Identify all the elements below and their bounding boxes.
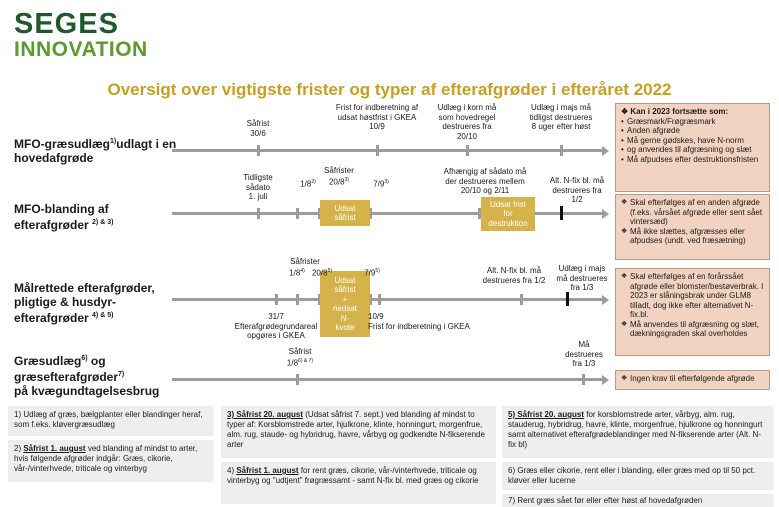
timeline-row3 [172, 298, 602, 301]
tick-row2-destruktion [478, 208, 481, 219]
info-box-row3-item: Må anvendes til afgræsning og slæt, dækn… [621, 320, 764, 339]
label-row2-saafrister: Såfrister 20/83) [324, 166, 354, 187]
tick-row4-1-3 [582, 374, 585, 385]
info-box-row3-item: Skal efterfølges af en forårssået afgrød… [621, 272, 764, 320]
info-box-row1-item: Anden afgrøde [621, 126, 764, 136]
label-row3-alt-nfix: Alt. N-fix bl. må destrueres fra 1/2 [482, 266, 546, 285]
tick-row2-1-8 [296, 208, 299, 219]
info-box-row4: Ingen krav til efterfølgende afgrøde [615, 370, 770, 390]
footnote-6: 6) Græs eller cikorie, rent eller i blan… [502, 462, 773, 490]
tick-row1-majs [560, 145, 563, 156]
info-box-row1-item: Må afpudses efter destruktionsfristen [621, 155, 764, 165]
timeline-arrow-row4 [602, 374, 609, 385]
info-box-row1-item: Græsmark/Frøgræsmark [621, 117, 764, 127]
tick-row3-10-9 [378, 294, 381, 305]
row-label-graesudlaeg-kvaeg: Græsudlæg6) og græsefterafgrøder7) på kv… [14, 354, 160, 398]
info-box-row2-item: Skal efterfølges af en anden afgrøde (f.… [621, 198, 764, 227]
label-row3-udlaeg-majs: Udlæg i majs må destrueres fra 1/3 [556, 264, 608, 292]
tick-row3-1-8 [296, 294, 299, 305]
info-box-row3: Skal efterfølges af en forårssået afgrød… [615, 268, 770, 356]
marker-row2-nfix [560, 206, 563, 220]
timeline-arrow-row1 [602, 145, 609, 156]
label-row3-1-8: 1/84) [289, 268, 305, 278]
timeline-row2 [172, 212, 602, 215]
footnote-4: 4) Såfrist 1. august for rent græs, ciko… [221, 462, 496, 504]
label-row1-udlaeg-korn: Udlæg i korn må som hovedregel destruere… [437, 103, 497, 141]
row-label-mfo-graesudlaeg: MFO-græsudlæg1)udlagt i en hovedafgrøde [14, 137, 177, 165]
label-row2-tidligste-saadato: Tidligste sådato 1. juli [243, 173, 273, 201]
row-label-maalrettede: Målrettede efterafgrøder, pligtige & hus… [14, 281, 155, 325]
logo-seges: SEGES [14, 8, 119, 40]
label-row3-saafrister: Såfrister [290, 257, 320, 266]
label-row4-saafrist: Såfrist 1/86) & 7) [286, 347, 314, 368]
tick-row2-tidligste [257, 208, 260, 219]
info-box-row1-title: ❖ Kan i 2023 fortsætte som: [621, 107, 729, 116]
label-row1-frist-gkea: Frist for indberetning af udsat høstfris… [335, 103, 419, 131]
page-title: Oversigt over vigtigste frister og typer… [107, 80, 672, 99]
tick-row1-korn [466, 145, 469, 156]
info-box-row1: ❖ Kan i 2023 fortsætte som: Græsmark/Frø… [615, 103, 770, 192]
footnote-7: 7) Rent græs sået før eller efter høst a… [502, 494, 773, 507]
box-row2-udsat-saafrist: Udsat såfrist [320, 200, 370, 226]
label-row2-7-9: 7/93) [373, 179, 389, 189]
timeline-row1 [172, 149, 602, 152]
label-row3-grundareal: 31/7 Efterafgrødegrundareal opgøres i GK… [234, 312, 318, 340]
timeline-arrow-row2 [602, 208, 609, 219]
info-box-row1-item: Må gerne gødskes, have N-norm [621, 136, 764, 146]
info-box-row2: Skal efterfølges af en anden afgrøde (f.… [615, 194, 770, 260]
label-row2-afhaengig: Afhængig af sådato må der destrueres mel… [443, 167, 527, 195]
label-row2-alt-nfix: Alt. N-fix bl. må destrueres fra 1/2 [549, 176, 605, 204]
info-box-row4-item: Ingen krav til efterfølgende afgrøde [621, 374, 764, 384]
timeline-row4 [172, 378, 602, 381]
tick-row3-31-7 [275, 294, 278, 305]
label-row3-20-8: 20/85) [311, 268, 333, 278]
tick-row3-nfix [520, 294, 523, 305]
label-row1-saafrist: Såfrist 30/6 [246, 119, 270, 138]
tick-row3-20-8 [318, 294, 321, 305]
timeline-arrow-row3 [602, 294, 609, 305]
marker-row3-majs [566, 292, 569, 306]
tick-row3-7-9 [369, 294, 372, 305]
info-box-row2-item: Må ikke slættes, afgræsses eller afpudse… [621, 227, 764, 246]
footnote-2: 2) Såfrist 1. august ved blanding af min… [8, 440, 213, 482]
box-row3-udsat-saafrist-nedsat-kvote: Udsat såfrist + nedsat N- kvote [320, 271, 370, 337]
logo-innovation: INNOVATION [14, 38, 148, 61]
tick-row1-saafrist [257, 145, 260, 156]
label-row1-udlaeg-majs: Udlæg i majs må tidligst destrueres 8 ug… [529, 103, 593, 131]
tick-row2-7-9 [369, 208, 372, 219]
footnote-5: 5) Såfrist 20. august for korsblomstrede… [502, 406, 773, 458]
label-row4-maa-destrueres: Må destrueres fra 1/3 [565, 340, 603, 368]
label-row2-1-8: 1/82) [300, 179, 316, 189]
info-box-row1-item: og anvendes til afgræsning og slæt [621, 145, 764, 155]
footnote-1: 1) Udlæg af græs, bælgplanter eller blan… [8, 406, 213, 436]
box-row2-udsat-destruktion: Udsat frist for destruktion [481, 197, 535, 231]
label-row3-7-9: 7/95) [364, 268, 380, 278]
tick-row4-1-8 [296, 374, 299, 385]
tick-row1-gkea [376, 145, 379, 156]
tick-row2-20-8 [318, 208, 321, 219]
label-row3-frist-gkea: 10/9 Frist for indberetning i GKEA [368, 312, 470, 331]
footnote-3: 3) Såfrist 20. august (Udsat såfrist 7. … [221, 406, 496, 458]
